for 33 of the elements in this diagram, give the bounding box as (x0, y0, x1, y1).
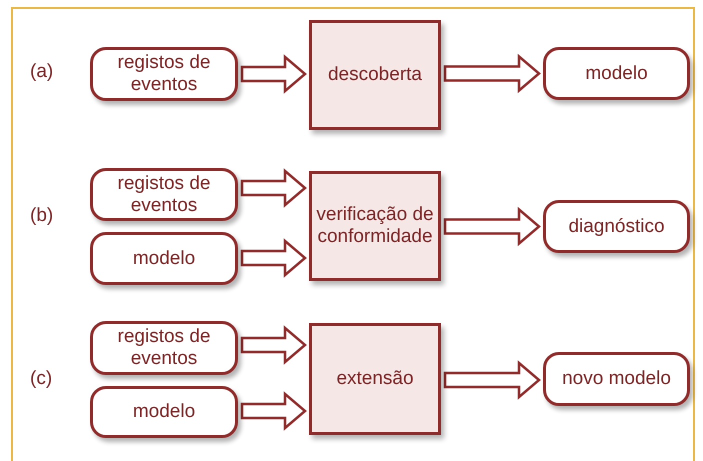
data-box (90, 232, 238, 285)
node-text: verificação de conformidade (315, 204, 435, 248)
data-box (90, 386, 238, 438)
node-text: modelo (132, 248, 196, 270)
block-arrow (240, 325, 307, 365)
row-label: (b) (30, 205, 54, 227)
node-text: novo modelo (562, 368, 671, 390)
block-arrow (240, 168, 307, 208)
data-box (543, 200, 690, 253)
node-text: registos de eventos (116, 172, 212, 216)
data-box (543, 352, 690, 406)
block-arrow (444, 206, 541, 246)
node-text: extensão (336, 368, 414, 390)
node-text: modelo (585, 62, 648, 84)
data-box (543, 47, 690, 100)
data-box (90, 168, 238, 221)
node-text: registos de eventos (116, 326, 212, 370)
block-arrow (444, 54, 541, 94)
row-label: (c) (30, 368, 52, 390)
node-text: descoberta (328, 64, 422, 86)
node-text: modelo (132, 401, 196, 423)
block-arrow (240, 54, 307, 94)
block-arrow (444, 360, 541, 400)
block-arrow (240, 391, 307, 431)
node-text: diagnóstico (568, 216, 665, 238)
block-arrow (240, 238, 307, 278)
node-text: registos de eventos (116, 52, 212, 96)
process-box (309, 323, 441, 435)
process-box (309, 20, 441, 130)
row-label: (a) (30, 61, 54, 83)
process-box (309, 171, 441, 281)
data-box (90, 47, 238, 101)
data-box (90, 321, 238, 375)
